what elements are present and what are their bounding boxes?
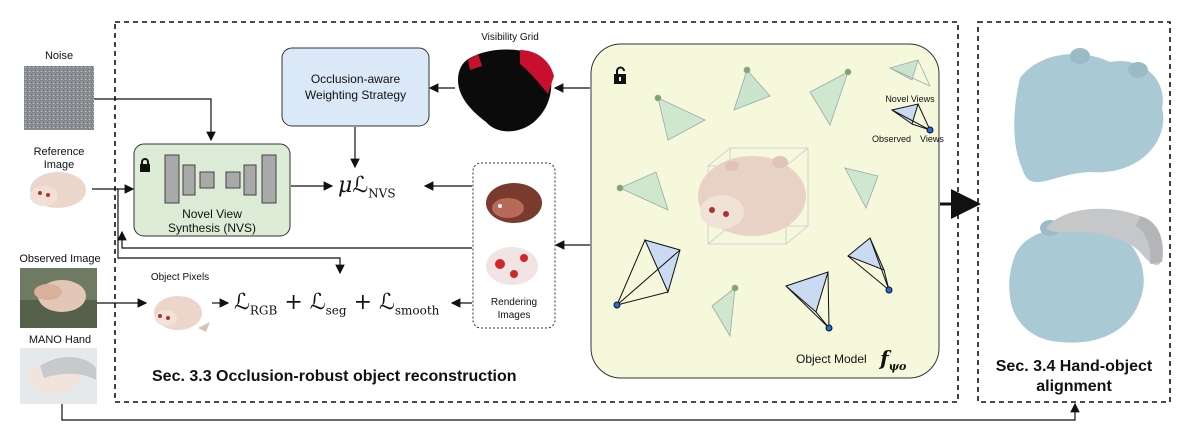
rendering-label-line1: Rendering [490,297,538,308]
observed-image-label: Observed Image [19,253,101,265]
reference-label-line2: Image [43,159,75,171]
legend-novel-label: Novel Views [885,94,935,104]
visibility-grid-label: Visibility Grid [481,32,539,43]
reference-label-line1: Reference [33,146,85,158]
weighting-label-line2: Weighting Strategy [304,88,407,102]
object-model-label: Object Model [796,352,867,366]
loss-reconstruction: ℒRGB + ℒseg + ℒsmooth [234,290,439,317]
loss-seg-script: ℒ [309,290,326,315]
aligned-hand-mesh [1046,208,1163,265]
section-3-4-title-line1: Sec. 3.4 Hand-object [995,358,1153,375]
section-3-4-title-line2: alignment [1036,378,1112,395]
weighting-label-line1: Occlusion-aware [310,72,401,86]
mano-hand-label: MANO Hand [28,334,92,346]
lock-icon [138,158,152,172]
visibility-grid-shape [458,49,554,132]
reference-object-image [30,172,86,208]
object-model-subscript: ψo [888,360,907,373]
object-model-symbol: fψo [880,346,906,373]
loss-nvs-mu: μ [338,173,353,198]
central-object [698,156,806,236]
legend-novel-camera [888,59,931,87]
legend-observed-label: Observed [872,134,912,144]
noise-label: Noise [44,50,74,62]
legend-observed-camera [890,103,934,134]
loss-smooth-script: ℒ [379,290,395,315]
object-pixels-label: Object Pixels [150,272,210,283]
observed-image-photo [20,268,97,328]
loss-nvs-subscript: NVS [368,186,396,201]
mano-hand-image [20,348,97,404]
rendering-label-line2: Images [497,310,531,321]
loss-nvs: μℒNVS [338,173,396,200]
plus-1: + [284,290,303,315]
legend-views-label: Views [920,134,944,144]
rendering-image-2 [486,247,538,285]
novel-view-cameras [616,66,879,338]
noise-image [24,66,94,130]
object-pixels-shape [154,296,210,332]
nvs-network-layers [164,154,277,204]
loss-smooth-subscript: smooth [394,303,440,318]
loss-rgb-subscript: RGB [249,303,278,318]
rendering-images-box [472,162,556,329]
nvs-label-line1: Novel View [182,207,242,221]
weighting-strategy-box [281,47,430,127]
unlock-icon [612,66,628,84]
object-model-f: f [880,346,889,370]
loss-seg-subscript: seg [325,303,347,318]
rendering-image-1 [486,183,542,223]
aligned-object-mesh-top [1014,48,1164,183]
loss-rgb-script: ℒ [234,290,250,315]
loss-nvs-script: ℒ [352,173,369,198]
nvs-label-line2: Synthesis (NVS) [167,221,257,235]
section-3-3-title: Sec. 3.3 Occlusion-robust object reconst… [152,368,517,385]
plus-2: + [353,290,372,315]
observed-view-cameras [613,237,893,332]
